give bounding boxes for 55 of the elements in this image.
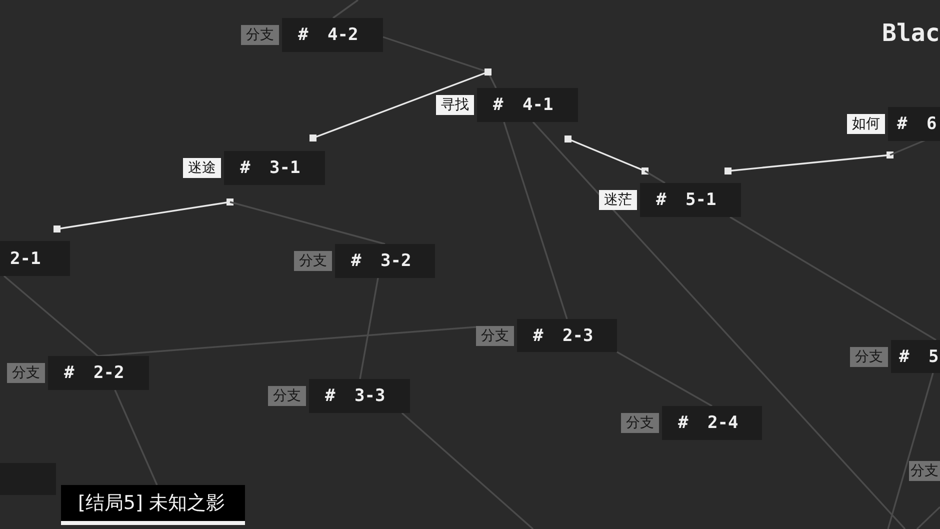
story-node bbox=[621, 406, 762, 440]
story-node bbox=[436, 88, 578, 122]
connector-line bbox=[532, 121, 906, 529]
chapter-number: 2-1 bbox=[10, 249, 41, 269]
story-node bbox=[294, 244, 435, 278]
story-node bbox=[241, 18, 383, 52]
connector-line bbox=[887, 372, 934, 529]
tag-label: 分支 bbox=[909, 461, 940, 481]
connector-line bbox=[332, 0, 358, 19]
story-node bbox=[7, 356, 149, 390]
chapter-number: # 2-4 bbox=[678, 413, 738, 433]
connector-line bbox=[401, 412, 534, 529]
tag-label: 分支 bbox=[241, 25, 279, 45]
tag-label: 分支 bbox=[294, 251, 332, 271]
tag-label: 如何 bbox=[847, 114, 885, 134]
story-node bbox=[0, 241, 70, 276]
chapter-number: # 3-1 bbox=[240, 158, 300, 178]
tag-label: 分支 bbox=[476, 326, 514, 346]
chapter-number: # 3-2 bbox=[351, 251, 412, 271]
chapter-number: # 4-2 bbox=[298, 25, 358, 45]
tag-label: 分支 bbox=[268, 386, 306, 406]
connector-line bbox=[382, 36, 497, 88]
tag-label: 寻找 bbox=[436, 95, 474, 115]
chapter-number: # 5-1 bbox=[656, 190, 716, 210]
story-node bbox=[599, 183, 741, 217]
chapter-number: # 6 bbox=[897, 114, 937, 134]
title-text: Blac bbox=[882, 20, 940, 46]
chapter-number: # 4-1 bbox=[493, 95, 554, 115]
story-node bbox=[847, 107, 940, 141]
connector-line bbox=[503, 122, 568, 320]
highlighted-connector bbox=[310, 68, 492, 142]
tag-label: 分支 bbox=[621, 413, 659, 433]
ending-banner: [结局5] 未知之影 bbox=[61, 485, 245, 525]
tag-label: 迷茫 bbox=[599, 190, 637, 210]
highlighted-connector bbox=[54, 198, 234, 232]
connector-line bbox=[3, 275, 99, 357]
story-node bbox=[268, 379, 410, 413]
tag-label: 迷途 bbox=[183, 158, 221, 178]
connector-line bbox=[230, 201, 386, 245]
story-node bbox=[183, 151, 325, 185]
chapter-number: # 2-3 bbox=[533, 326, 594, 346]
story-node bbox=[476, 319, 617, 352]
chapter-number: # 2-2 bbox=[64, 363, 124, 383]
chapter-number: # 5 bbox=[899, 347, 939, 367]
chapter-number: # 3-3 bbox=[325, 386, 386, 406]
tag-label: 分支 bbox=[7, 363, 45, 383]
connector-line bbox=[730, 216, 936, 341]
tag-label: 分支 bbox=[850, 347, 888, 367]
connector-line bbox=[359, 278, 379, 380]
story-node bbox=[850, 340, 940, 373]
connector-line bbox=[616, 351, 712, 407]
highlighted-connector bbox=[724, 152, 894, 174]
connector-line bbox=[114, 390, 158, 486]
highlighted-connector bbox=[564, 136, 648, 174]
connector-line bbox=[98, 326, 476, 357]
